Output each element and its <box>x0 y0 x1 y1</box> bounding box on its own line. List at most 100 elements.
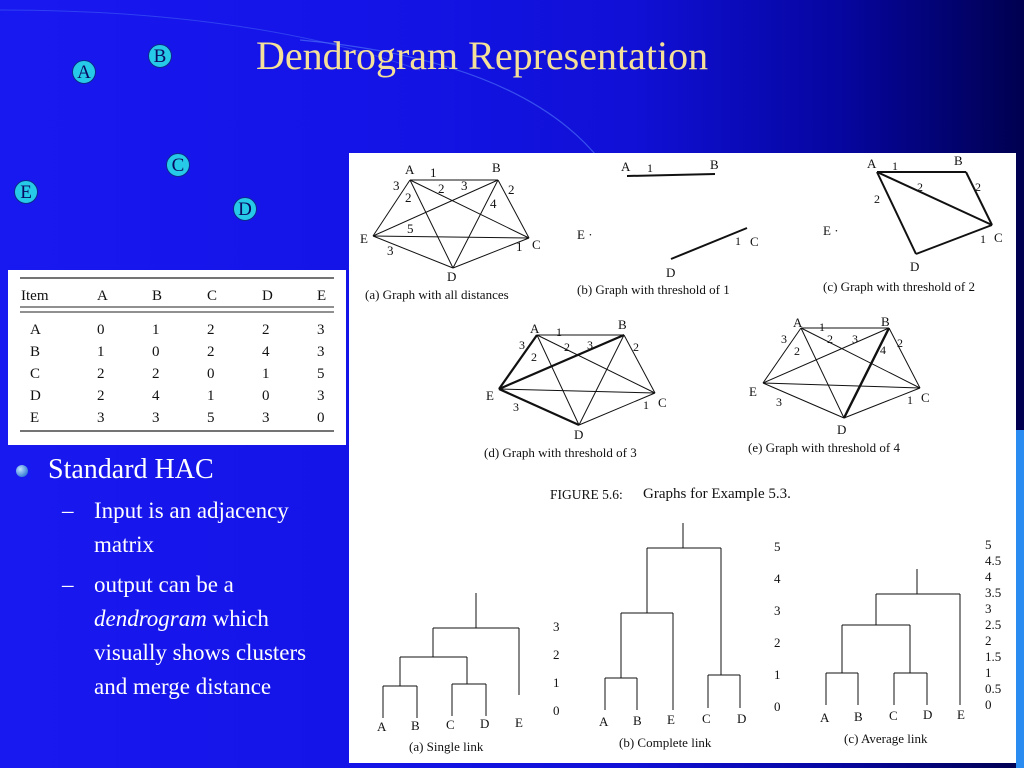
svg-text:3: 3 <box>781 332 787 346</box>
table-cell: 2 <box>152 366 160 382</box>
svg-text:2: 2 <box>827 332 833 346</box>
bullet-list: Standard HAC – Input is an adjacency mat… <box>14 452 344 704</box>
graph-a-label-e: E <box>360 231 368 246</box>
table-cell: 0 <box>97 322 105 338</box>
dendro-c-leaf: E <box>957 707 965 722</box>
graph-threshold-1 <box>626 173 748 260</box>
svg-text:E: E <box>749 384 757 399</box>
svg-text:A: A <box>621 159 631 174</box>
table-cell: 3 <box>317 388 325 404</box>
table-cell: 4 <box>262 344 270 360</box>
node-a: A <box>72 60 96 84</box>
node-e: E <box>14 180 38 204</box>
table-cell: 4 <box>152 388 160 404</box>
dendro-b-leaf: B <box>633 713 642 728</box>
svg-text:1: 1 <box>643 398 649 412</box>
svg-text:2: 2 <box>794 344 800 358</box>
table-header-item: Item <box>21 288 49 304</box>
svg-text:D: D <box>910 259 919 274</box>
svg-text:B: B <box>881 314 890 329</box>
dendro-a-leaf: D <box>480 716 489 731</box>
graph-d-caption: (d) Graph with threshold of 3 <box>484 445 637 460</box>
svg-text:D: D <box>574 427 583 442</box>
graph-a-label-a: A <box>405 162 415 177</box>
svg-text:2: 2 <box>531 350 537 364</box>
bullet-dot-icon <box>16 465 28 477</box>
dendro-c-leaf: D <box>923 707 932 722</box>
node-d: D <box>233 197 257 221</box>
graph-a-label-d: D <box>447 269 456 284</box>
svg-text:A: A <box>530 321 540 336</box>
table-cell: C <box>30 366 40 382</box>
svg-text:3: 3 <box>776 395 782 409</box>
dendro-c-scale: 0 <box>985 697 992 712</box>
svg-text:2: 2 <box>438 181 445 196</box>
bullet-sub-2-post: which visually shows clusters and merge … <box>94 606 307 699</box>
table-header-d: D <box>262 288 273 304</box>
svg-text:1: 1 <box>430 165 437 180</box>
dendro-b-scale: 3 <box>774 603 781 618</box>
svg-text:3: 3 <box>852 332 858 346</box>
table-header-b: B <box>152 288 162 304</box>
dendro-c-leaf: A <box>820 710 830 725</box>
table-cell: B <box>30 344 40 360</box>
table-row: E 3 3 5 3 0 <box>30 410 325 426</box>
table-cell: 2 <box>207 344 215 360</box>
svg-text:E ·: E · <box>823 223 839 238</box>
svg-text:2: 2 <box>633 340 639 354</box>
table-cell: 2 <box>262 322 270 338</box>
svg-text:3: 3 <box>387 243 394 258</box>
table-cell: 2 <box>97 366 105 382</box>
distance-table-card: Item A B C D E A 0 1 2 2 3 B 1 0 2 4 3 <box>8 270 346 445</box>
graph-threshold-4 <box>762 327 921 419</box>
svg-text:1: 1 <box>556 325 562 339</box>
dendro-c-scale: 2.5 <box>985 617 1001 632</box>
graph-e-caption: (e) Graph with threshold of 4 <box>748 440 900 455</box>
dendro-b-scale: 4 <box>774 571 781 586</box>
table-row: B 1 0 2 4 3 <box>30 344 325 360</box>
svg-text:B: B <box>954 153 963 168</box>
table-cell: 3 <box>317 322 325 338</box>
bullet-sub-2-emphasis: dendrogram <box>94 606 207 631</box>
table-cell: 3 <box>262 410 270 426</box>
dendro-a-scale: 1 <box>553 675 560 690</box>
svg-text:4: 4 <box>490 196 497 211</box>
svg-text:2: 2 <box>874 192 880 206</box>
svg-text:5: 5 <box>407 221 414 236</box>
svg-text:1: 1 <box>892 159 898 173</box>
dendro-a-leaf: B <box>411 718 420 733</box>
node-b: B <box>148 44 172 68</box>
dendro-b-scale: 5 <box>774 539 781 554</box>
table-cell: 5 <box>207 410 215 426</box>
svg-text:C: C <box>750 234 759 249</box>
dendro-c-scale: 2 <box>985 633 992 648</box>
dash-icon: – <box>62 498 74 523</box>
table-row: C 2 2 0 1 5 <box>30 366 325 382</box>
bullet-sub-1: – Input is an adjacency matrix <box>14 494 344 562</box>
dendro-c-scale: 0.5 <box>985 681 1001 696</box>
dendro-c-scale: 4.5 <box>985 553 1001 568</box>
distance-table: Item A B C D E A 0 1 2 2 3 B 1 0 2 4 3 <box>20 277 334 432</box>
slide-title: Dendrogram Representation <box>256 33 709 78</box>
table-cell: 3 <box>317 344 325 360</box>
svg-text:1: 1 <box>647 161 653 175</box>
svg-text:3: 3 <box>393 178 400 193</box>
dendro-a-leaf: E <box>515 715 523 730</box>
table-header-a: A <box>97 288 108 304</box>
node-c: C <box>166 153 190 177</box>
table-cell: A <box>30 322 41 338</box>
dendro-a-leaf: C <box>446 717 455 732</box>
graph-threshold-3 <box>498 334 656 426</box>
svg-text:2: 2 <box>564 340 570 354</box>
dendro-b-caption: (b) Complete link <box>619 735 712 750</box>
svg-text:B: B <box>618 317 627 332</box>
svg-text:2: 2 <box>405 190 412 205</box>
svg-text:C: C <box>994 230 1003 245</box>
svg-text:3: 3 <box>461 178 468 193</box>
dendro-b-scale: 1 <box>774 667 781 682</box>
dash-icon: – <box>62 572 74 597</box>
svg-text:3: 3 <box>513 400 519 414</box>
dendro-c-scale: 4 <box>985 569 992 584</box>
